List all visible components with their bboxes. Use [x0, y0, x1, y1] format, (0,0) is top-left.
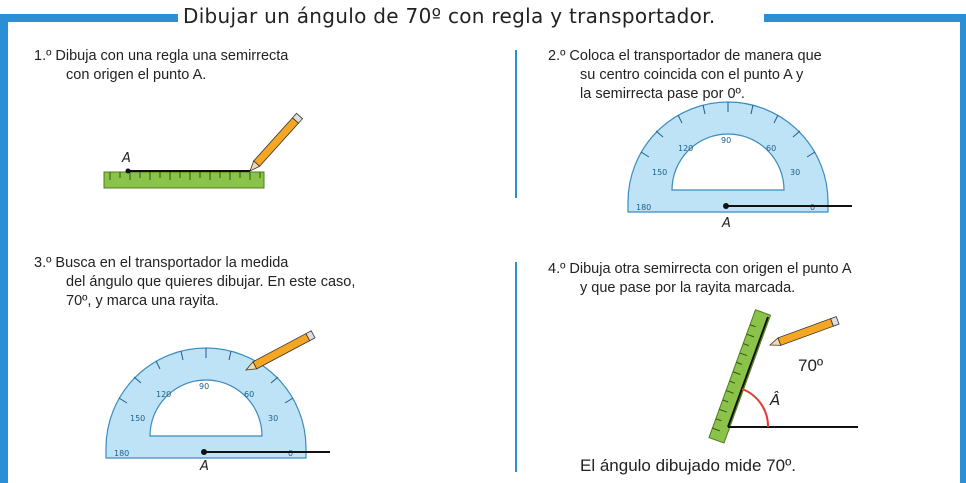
ray-line-angled	[727, 316, 769, 428]
step-1-line-1: 1.º Dibuja con una regla una semirrecta	[34, 48, 289, 64]
column-divider-top	[515, 50, 517, 198]
angle-illustration-4: Â 70º	[708, 309, 858, 444]
protractor-icon	[105, 347, 307, 459]
tick-label-120: 120	[678, 144, 693, 153]
point-a-dot	[201, 449, 207, 455]
step-1-text: 1.º Dibuja con una regla una semirrecta …	[34, 47, 288, 85]
step-2-text: 2.º Coloca el transportador de manera qu…	[548, 47, 822, 104]
pencil-icon	[768, 316, 840, 346]
tick-label-120: 120	[156, 390, 171, 399]
tick-label-150: 150	[652, 168, 667, 177]
angle-value-label: 70º	[798, 356, 823, 375]
protractor-ticks	[640, 102, 816, 158]
ruler-icon	[708, 309, 772, 444]
frame-left-border	[0, 14, 8, 483]
protractor-icon	[627, 101, 829, 213]
conclusion-text: El ángulo dibujado mide 70º.	[580, 456, 797, 475]
step-1-line-2: con origen el punto A.	[66, 67, 207, 83]
pencil-icon	[245, 330, 316, 371]
tick-label-90: 90	[721, 136, 731, 145]
page-title: Dibujar un ángulo de 70º con regla y tra…	[183, 4, 716, 28]
step-3-text: 3.º Busca en el transportador la medida …	[34, 254, 355, 311]
tick-label-90: 90	[199, 382, 209, 391]
frame-right-border	[960, 14, 966, 483]
tick-label-180: 180	[636, 203, 651, 212]
step-4-line-1: 4.º Dibuja otra semirrecta con origen el…	[548, 261, 852, 277]
pencil-icon	[249, 112, 304, 172]
ruler-ticks	[109, 172, 261, 180]
frame-top-border-right	[764, 14, 966, 22]
angle-symbol: Â	[769, 390, 780, 409]
step-3-line-3: 70º, y marca una rayita.	[66, 293, 219, 309]
step-3-line-1: 3.º Busca en el transportador la medida	[34, 255, 289, 271]
tick-label-60: 60	[244, 390, 254, 399]
tick-label-0: 0	[288, 449, 293, 458]
step-2-line-3: la semirrecta pase por 0º.	[580, 86, 745, 102]
step-4-text: 4.º Dibuja otra semirrecta con origen el…	[548, 260, 852, 298]
tick-label-0: 0	[810, 203, 815, 212]
point-a-dot	[723, 203, 729, 209]
tick-label-30: 30	[790, 168, 800, 177]
protractor-illustration-2: 180 150 120 90 60 30 0 A	[627, 101, 852, 231]
point-a-label: A	[121, 151, 131, 166]
tick-label-60: 60	[766, 144, 776, 153]
step-2-line-1: 2.º Coloca el transportador de manera qu…	[548, 48, 822, 64]
ruler-illustration: A	[103, 112, 304, 189]
angle-arc	[741, 388, 770, 428]
protractor-illustration-3: 180 150 120 90 60 30 0 A	[105, 330, 330, 474]
tick-label-150: 150	[130, 414, 145, 423]
point-a-label: A	[721, 216, 731, 231]
step-4-line-2: y que pase por la rayita marcada.	[580, 280, 796, 296]
step-3-line-2: del ángulo que quieres dibujar. En este …	[66, 274, 356, 290]
point-a-dot	[125, 168, 131, 174]
column-divider-bottom	[515, 262, 517, 472]
tick-label-30: 30	[268, 414, 278, 423]
step-2-line-2: su centro coincida con el punto A y	[580, 67, 804, 83]
frame-top-border-left	[0, 14, 178, 22]
point-a-label: A	[199, 459, 209, 474]
tick-label-180: 180	[114, 449, 129, 458]
